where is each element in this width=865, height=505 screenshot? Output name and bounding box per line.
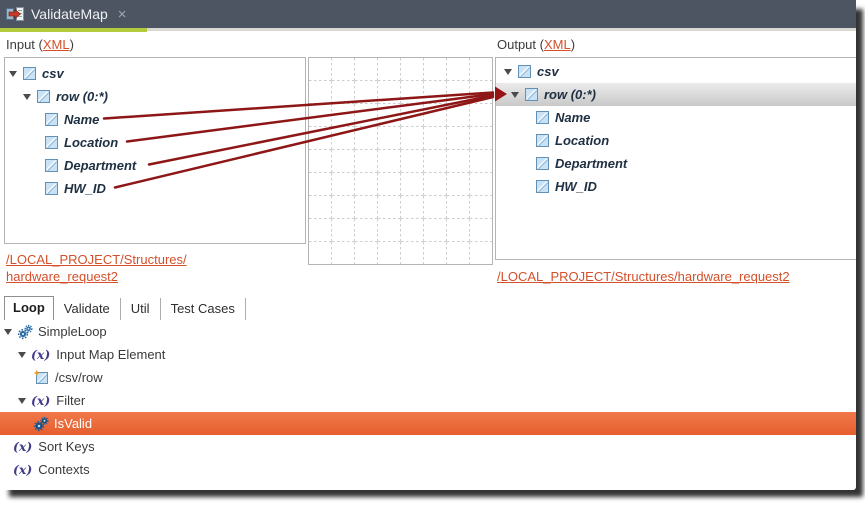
tree-node-label[interactable]: csv <box>537 64 559 79</box>
xml-element-icon <box>536 180 549 193</box>
output-structure-link[interactable]: /LOCAL_PROJECT/Structures/hardware_reque… <box>497 269 790 284</box>
tree-row-simpleloop[interactable]: SimpleLoop <box>0 320 856 343</box>
xml-element-icon <box>536 134 549 147</box>
tree-row-input-map-element[interactable]: (x) Input Map Element <box>0 343 856 366</box>
xml-element-icon <box>45 182 58 195</box>
xml-element-icon <box>37 90 50 103</box>
xml-element-icon <box>23 67 36 80</box>
input-structure-link[interactable]: /LOCAL_PROJECT/Structures/hardware_reque… <box>6 251 187 285</box>
gears-icon <box>17 324 33 340</box>
input-structure-link-line1: /LOCAL_PROJECT/Structures/ <box>6 252 187 267</box>
tree-row-output-location[interactable]: Location <box>496 129 856 152</box>
tab-validatemap[interactable]: ValidateMap × <box>0 0 147 28</box>
output-header-suffix: ) <box>570 37 576 52</box>
tree-row-csv-row[interactable]: /csv/row <box>0 366 856 389</box>
tree-row-input-department[interactable]: Department <box>5 154 305 177</box>
input-xml-link[interactable]: XML <box>42 37 70 52</box>
tree-node-label[interactable]: Contexts <box>38 462 90 477</box>
xpath-icon: (x) <box>31 347 51 362</box>
tree-row-output-hwid[interactable]: HW_ID <box>496 175 856 198</box>
tree-row-output-department[interactable]: Department <box>496 152 856 175</box>
tree-node-label[interactable]: row (0:*) <box>544 87 596 102</box>
tree-node-label[interactable]: /csv/row <box>55 370 103 385</box>
tree-row-input-row[interactable]: row (0:*) <box>5 85 305 108</box>
xpath-icon: (x) <box>31 393 51 408</box>
tree-node-label[interactable]: row (0:*) <box>56 89 108 104</box>
expander-icon[interactable] <box>18 397 26 404</box>
input-header: Input (XML) <box>6 37 74 52</box>
tree-node-label[interactable]: Filter <box>56 393 86 408</box>
xml-element-icon <box>518 65 531 78</box>
tree-row-contexts[interactable]: (x) Contexts <box>0 458 856 481</box>
expander-icon[interactable] <box>23 93 31 100</box>
tab-bar-bottom-strip <box>147 28 856 31</box>
gears-icon <box>33 416 49 432</box>
tree-node-label[interactable]: HW_ID <box>555 179 597 194</box>
tab-test-cases[interactable]: Test Cases <box>161 298 246 320</box>
tree-row-output-csv[interactable]: csv <box>496 60 856 83</box>
input-tree-panel[interactable]: csv row (0:*) Name Location Departmen <box>4 57 306 244</box>
xml-element-icon <box>536 157 549 170</box>
xml-element-icon <box>536 111 549 124</box>
xpath-icon: (x) <box>13 439 33 454</box>
input-structure-link-line2: hardware_request2 <box>6 269 119 284</box>
tab-util[interactable]: Util <box>121 298 161 320</box>
xml-element-icon <box>45 113 58 126</box>
output-header-prefix: Output ( <box>497 37 544 52</box>
expander-icon[interactable] <box>18 351 26 358</box>
mapping-canvas[interactable] <box>308 57 493 265</box>
tree-row-input-hwid[interactable]: HW_ID <box>5 177 305 200</box>
tree-node-label[interactable]: Sort Keys <box>38 439 95 454</box>
editor-tab-bar: ValidateMap × <box>0 0 856 32</box>
tree-row-output-name[interactable]: Name <box>496 106 856 129</box>
tree-row-input-csv[interactable]: csv <box>5 62 305 85</box>
expander-icon[interactable] <box>4 328 12 335</box>
tree-node-label[interactable]: Location <box>555 133 610 148</box>
output-header: Output (XML) <box>497 37 575 52</box>
tree-node-label[interactable]: Input Map Element <box>56 347 166 362</box>
xpath-icon: (x) <box>13 462 33 477</box>
expander-icon[interactable] <box>511 91 519 98</box>
tree-node-label[interactable]: Department <box>555 156 628 171</box>
tree-node-label[interactable]: csv <box>42 66 64 81</box>
xml-element-icon <box>45 136 58 149</box>
grid-pattern <box>309 58 492 264</box>
tree-node-label[interactable]: SimpleLoop <box>38 324 107 339</box>
expander-icon[interactable] <box>504 68 512 75</box>
tree-node-label[interactable]: Department <box>64 158 137 173</box>
validatemap-editor-window: ValidateMap × Input (XML) Output (XML) c… <box>0 0 856 481</box>
tree-node-label[interactable]: HW_ID <box>64 181 106 196</box>
tree-node-label[interactable]: Location <box>64 135 119 150</box>
xml-element-icon <box>525 88 538 101</box>
tree-row-output-row-selected[interactable]: row (0:*) <box>496 83 856 106</box>
tree-row-filter[interactable]: (x) Filter <box>0 389 856 412</box>
bottom-tab-bar: Loop Validate Util Test Cases <box>4 296 246 320</box>
map-file-icon <box>6 7 24 21</box>
input-header-prefix: Input ( <box>6 37 43 52</box>
tree-node-label[interactable]: Name <box>555 110 591 125</box>
loop-config-tree: SimpleLoop (x) Input Map Element /csv/ro… <box>0 320 856 481</box>
expander-icon[interactable] <box>9 70 17 77</box>
tree-node-label[interactable]: Name <box>64 112 100 127</box>
tree-row-isvalid-selected[interactable]: IsValid <box>0 412 856 435</box>
active-tab-underline <box>0 28 147 32</box>
tree-row-input-location[interactable]: Location <box>5 131 305 154</box>
output-tree-panel[interactable]: csv row (0:*) Name Location Departmen <box>495 57 856 260</box>
tree-row-sort-keys[interactable]: (x) Sort Keys <box>0 435 856 458</box>
output-xml-link[interactable]: XML <box>543 37 571 52</box>
input-header-suffix: ) <box>69 37 74 52</box>
tree-row-input-name[interactable]: Name <box>5 108 305 131</box>
tree-node-label[interactable]: IsValid <box>54 416 93 431</box>
tab-title: ValidateMap <box>31 6 108 22</box>
xml-element-new-icon <box>34 370 49 385</box>
close-icon[interactable]: × <box>117 5 127 23</box>
tab-loop[interactable]: Loop <box>4 296 54 320</box>
xml-element-icon <box>45 159 58 172</box>
tab-validate[interactable]: Validate <box>54 298 121 320</box>
